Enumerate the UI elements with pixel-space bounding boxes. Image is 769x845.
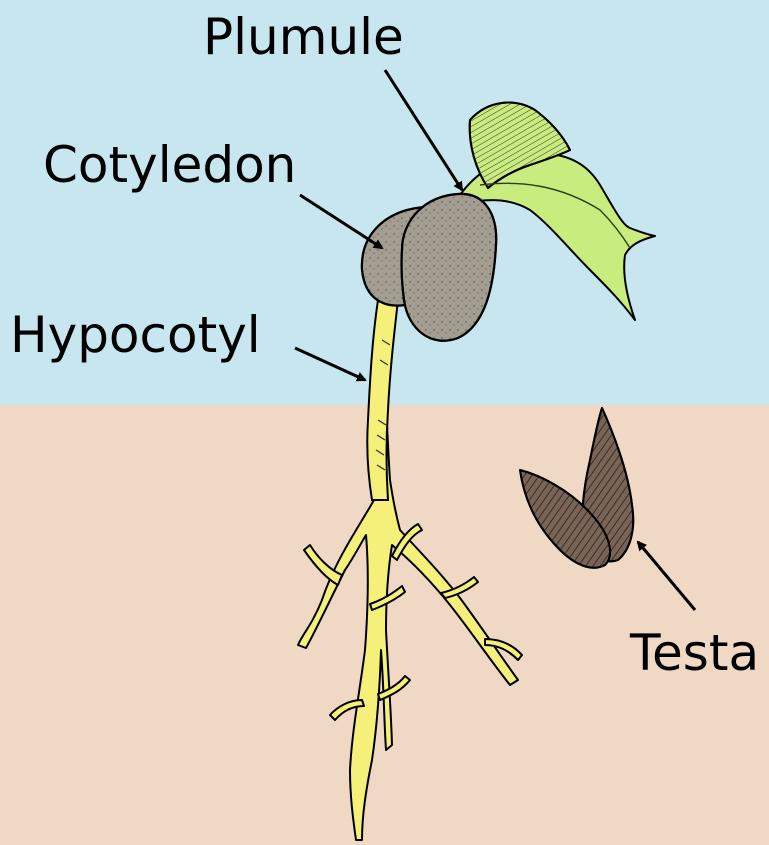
hypocotyl-label: Hypocotyl	[10, 310, 261, 360]
cotyledon-label: Cotyledon	[43, 140, 296, 190]
plumule-label: Plumule	[203, 12, 404, 62]
testa-label: Testa	[630, 628, 759, 678]
